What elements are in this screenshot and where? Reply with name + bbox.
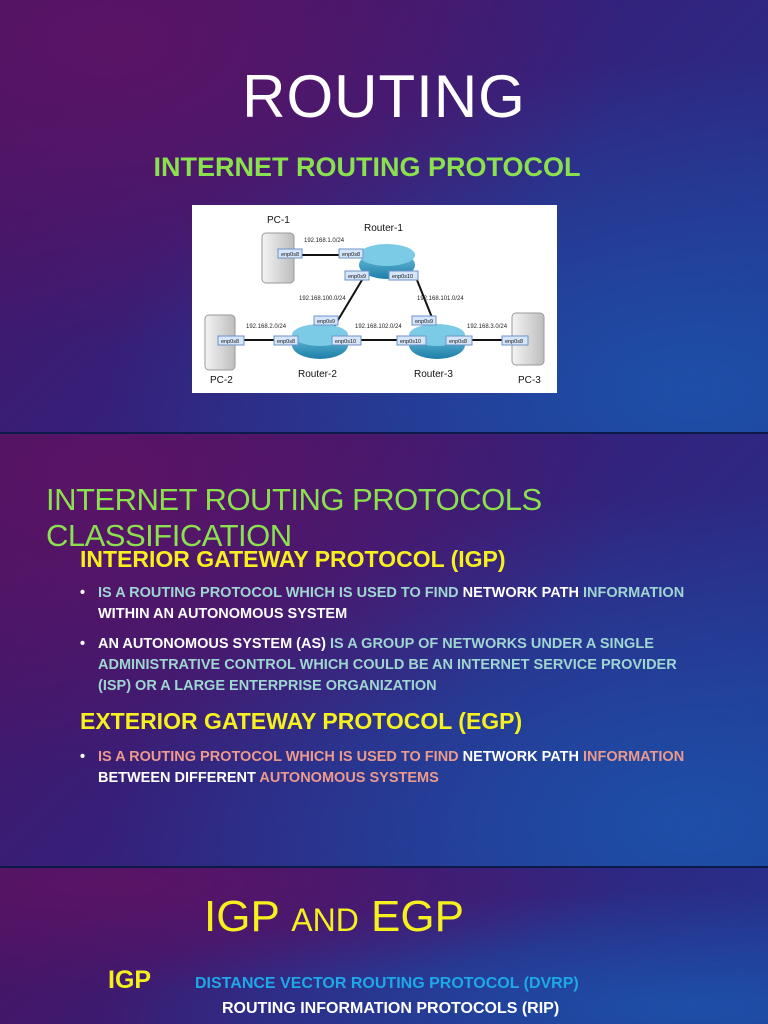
svg-text:enp0s9: enp0s9 bbox=[415, 319, 433, 325]
slide-igp-egp: IGP AND EGP IGP DISTANCE VECTOR ROUTING … bbox=[0, 868, 768, 1024]
svg-text:enp0s9: enp0s9 bbox=[348, 274, 366, 280]
network-label: 192.168.1.0/24 bbox=[304, 238, 345, 244]
pc1-label: PC-1 bbox=[267, 215, 290, 226]
pc3-label: PC-3 bbox=[518, 375, 541, 386]
slide-divider bbox=[0, 432, 768, 434]
pc2-label: PC-2 bbox=[210, 375, 233, 386]
interface-tag: enp0s8 bbox=[273, 335, 299, 346]
svg-text:enp0s10: enp0s10 bbox=[392, 274, 413, 280]
interface-tag: enp0s8 bbox=[338, 248, 364, 259]
slide-divider bbox=[0, 866, 768, 868]
network-diagram: PC-1 Router-1 PC-2 Router-2 Router-3 PC-… bbox=[192, 205, 557, 393]
igp-heading: INTERIOR GATEWAY PROTOCOL (IGP) bbox=[80, 546, 506, 572]
igp-bullet-2: AN AUTONOMOUS SYSTEM (AS) IS A GROUP OF … bbox=[80, 634, 710, 697]
interface-tag: enp0s10 bbox=[396, 335, 427, 346]
egp-heading: EXTERIOR GATEWAY PROTOCOL (EGP) bbox=[80, 708, 523, 734]
svg-text:enp0s8: enp0s8 bbox=[505, 339, 523, 345]
interface-tag: enp0s10 bbox=[388, 270, 419, 281]
igp-label: IGP bbox=[108, 966, 152, 994]
interface-tag: enp0s8 bbox=[445, 335, 473, 346]
interface-tag: enp0s10 bbox=[331, 335, 362, 346]
slide-title: IGP AND EGP bbox=[204, 892, 464, 941]
slide-routing: ROUTING INTERNET ROUTING PROTOCOL bbox=[0, 0, 768, 432]
network-label: 192.168.100.0/24 bbox=[299, 296, 346, 302]
svg-text:enp0s9: enp0s9 bbox=[317, 319, 335, 325]
dvrp-item: DISTANCE VECTOR ROUTING PROTOCOL (DVRP) bbox=[195, 975, 579, 992]
router2-label: Router-2 bbox=[298, 369, 337, 380]
interface-tag: enp0s9 bbox=[411, 315, 437, 326]
rip-item: ROUTING INFORMATION PROTOCOLS (RIP) bbox=[222, 1000, 560, 1017]
svg-text:enp0s10: enp0s10 bbox=[335, 339, 356, 345]
svg-text:enp0s8: enp0s8 bbox=[342, 252, 360, 258]
slide-classification: INTERNET ROUTING PROTOCOLS CLASSIFICATIO… bbox=[0, 434, 768, 866]
svg-text:enp0s8: enp0s8 bbox=[281, 252, 299, 258]
interface-tag: enp0s8 bbox=[501, 335, 529, 346]
svg-text:enp0s8: enp0s8 bbox=[221, 339, 239, 345]
network-label: 192.168.101.0/24 bbox=[417, 296, 464, 302]
svg-text:enp0s8: enp0s8 bbox=[277, 339, 295, 345]
network-label: 192.168.3.0/24 bbox=[467, 324, 508, 330]
egp-bullet-1: IS A ROUTING PROTOCOL WHICH IS USED TO F… bbox=[80, 747, 720, 789]
svg-text:enp0s10: enp0s10 bbox=[400, 339, 421, 345]
slide-title: INTERNET ROUTING PROTOCOLS CLASSIFICATIO… bbox=[46, 482, 542, 553]
interface-tag: enp0s9 bbox=[344, 270, 370, 281]
router1-label: Router-1 bbox=[364, 223, 403, 234]
network-label: 192.168.2.0/24 bbox=[246, 324, 287, 330]
slide-subtitle: INTERNET ROUTING PROTOCOL bbox=[153, 152, 581, 182]
igp-bullet-1: IS A ROUTING PROTOCOL WHICH IS USED TO F… bbox=[80, 583, 720, 625]
interface-tag: enp0s9 bbox=[313, 315, 339, 326]
slide-title: ROUTING bbox=[242, 63, 526, 130]
network-label: 192.168.102.0/24 bbox=[355, 324, 402, 330]
interface-tag: enp0s8 bbox=[217, 335, 245, 346]
router3-label: Router-3 bbox=[414, 369, 453, 380]
svg-text:enp0s8: enp0s8 bbox=[449, 339, 467, 345]
interface-tag: enp0s8 bbox=[277, 248, 303, 259]
